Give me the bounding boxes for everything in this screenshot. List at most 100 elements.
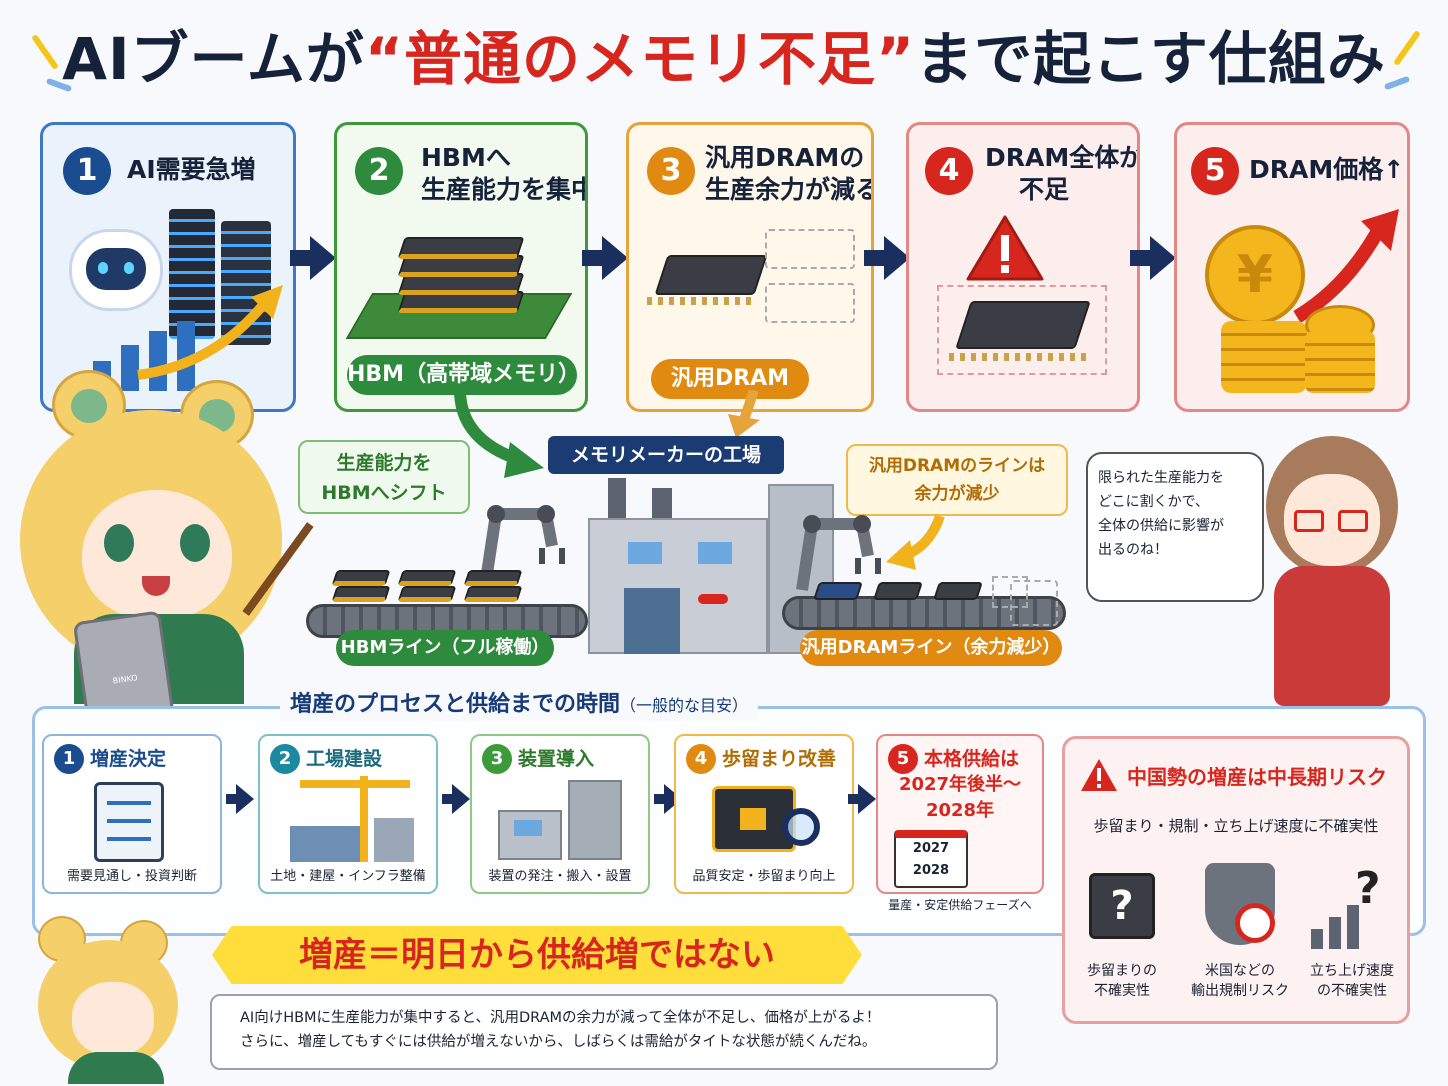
tablet-label: BINKO <box>112 673 139 686</box>
process-step-number: 1 <box>54 744 84 774</box>
speech-text: 限られた生産能力を どこに割くかで、 全体の供給に影響が 出るのね！ <box>1098 470 1224 558</box>
dram-chip-icon <box>937 285 1107 375</box>
title-highlight: 普通のメモリ不足 <box>403 25 876 93</box>
server-rack-icon <box>221 221 271 345</box>
up-arrow-icon <box>1293 209 1399 324</box>
process-title-text: 増産のプロセスと供給までの時間 <box>290 692 621 717</box>
process-step-title: 工場建設 <box>306 748 383 770</box>
process-step-title: 装置導入 <box>518 748 595 770</box>
process-arrow <box>848 794 860 804</box>
warning-icon <box>1081 759 1117 791</box>
hbm-line-label: HBMライン（フル稼働） <box>336 630 554 666</box>
robot-arm-icon <box>796 515 881 591</box>
coin-stack <box>1221 321 1307 393</box>
process-step-number: 3 <box>482 744 512 774</box>
title-open-quote: “ <box>364 25 404 93</box>
step-title-line2: 不足 <box>1019 175 1070 204</box>
factory-sign: メモリメーカーの工場 <box>548 436 784 474</box>
process-arrow <box>226 794 238 804</box>
process-step-5-caption: 量産・安定供給フェーズへ <box>888 898 1032 912</box>
yen-coin-icon: ¥ <box>1205 225 1305 325</box>
risk-subtitle: 歩留まり・規制・立ち上げ速度に不確実性 <box>1093 817 1379 835</box>
process-arrow-head <box>858 784 876 814</box>
process-step-title-line3: 2028年 <box>925 800 995 821</box>
process-arrow <box>442 794 454 804</box>
flow-arrow <box>886 514 945 570</box>
process-title: 増産のプロセスと供給までの時間（一般的な目安） <box>280 690 759 721</box>
server-rack-icon <box>169 209 215 339</box>
hbm-label: HBM（高帯域メモリ） <box>347 355 580 395</box>
flow-arrow-head <box>602 236 628 280</box>
shift-note-line1: 生産能力を <box>336 452 432 474</box>
process-step-4: 4 歩留まり改善 品質安定・歩留まり向上 <box>674 734 854 894</box>
risk-item-caption: 米国などの 輸出規制リスク <box>1191 963 1289 999</box>
step-title-line1: 汎用DRAMの <box>705 143 865 172</box>
risk-item-caption: 立ち上げ速度 の不確実性 <box>1310 963 1394 999</box>
flow-arrow-head <box>1150 236 1176 280</box>
step-card-2: 2 HBMへ 生産能力を集中 HBM（高帯域メモリ） <box>334 122 588 412</box>
process-step-caption: 需要見通し・投資判断 <box>66 869 197 884</box>
up-arrow-icon <box>137 285 283 380</box>
character-dress <box>1274 566 1390 706</box>
step-card-5: 5 DRAM価格↑ ¥ <box>1174 122 1410 412</box>
question-chip-icon: ? <box>1089 873 1155 939</box>
flow-arrow-head <box>884 236 910 280</box>
process-step-3: 3 装置導入 装置の発注・搬入・設置 <box>470 734 650 894</box>
character-face <box>1284 474 1380 566</box>
process-step-title: 歩留まり改善 <box>722 748 837 770</box>
empty-slot <box>765 283 855 323</box>
character-small <box>28 916 208 1084</box>
key-message-text: 増産＝明日から供給増ではない <box>299 935 775 975</box>
hbm-stack-icon <box>324 566 584 610</box>
key-message-banner <box>212 926 862 984</box>
process-step-title-line2: 2027年後半〜 <box>898 774 1022 795</box>
calendar-year-1: 2027 <box>912 841 950 856</box>
risk-title: 中国勢の増産は中長期リスク <box>1127 765 1387 789</box>
summary-line1: AI向けHBMに生産能力が集中すると、汎用DRAMの余力が減って全体が不足し、価… <box>240 1010 881 1026</box>
magnifier-chip-icon <box>712 782 832 862</box>
shift-note: 生産能力を HBMへシフト <box>298 440 470 514</box>
step-card-1: 1 AI需要急増 <box>40 122 296 412</box>
process-arrow-head <box>452 784 470 814</box>
flow-arrow <box>864 250 886 266</box>
hbm-stack-icon <box>345 235 573 355</box>
character-right <box>1262 436 1402 706</box>
title-part1: AIブームが <box>62 25 365 93</box>
step-title: AI需要急増 <box>127 155 256 184</box>
dram-line-label: 汎用DRAMライン（余力減少） <box>800 630 1062 666</box>
flow-arrow-head <box>310 236 336 280</box>
dram-note-line2: 余力が減少 <box>914 484 1000 504</box>
calendar-icon: 2027 2028 <box>894 830 968 888</box>
summary-bubble: AI向けHBMに生産能力が集中すると、汎用DRAMの余力が減って全体が不足し、価… <box>210 994 998 1070</box>
process-step-caption: 土地・建屋・インフラ整備 <box>270 869 426 884</box>
step-card-4: 4 DRAM全体が 不足 <box>906 122 1140 412</box>
machine-icon <box>498 780 628 860</box>
dram-note: 汎用DRAMのラインは 余力が減少 <box>846 444 1068 516</box>
crane-icon <box>290 776 420 862</box>
empty-slot <box>1010 580 1058 626</box>
process-subtitle: （一般的な目安） <box>620 696 749 715</box>
dram-note-line1: 汎用DRAMのラインは <box>868 456 1046 476</box>
process-step-title: 本格供給は <box>924 748 1020 770</box>
title-part3: まで起こす仕組み <box>915 25 1386 93</box>
coin-stack <box>1305 331 1375 393</box>
risk-item-caption: 歩留まりの 不確実性 <box>1087 963 1157 999</box>
warning-icon <box>966 215 1044 281</box>
flow-arrow <box>290 250 312 266</box>
step-number-badge: 2 <box>355 147 403 195</box>
process-step-number: 5 <box>888 744 918 774</box>
process-arrow <box>654 794 666 804</box>
calendar-year-2: 2028 <box>912 863 950 878</box>
rising-chart-question-icon: ? <box>1311 863 1387 949</box>
process-step-title: 増産決定 <box>90 748 167 770</box>
character-left: BINKO <box>10 364 314 732</box>
risk-panel: 中国勢の増産は中長期リスク 歩留まり・規制・立ち上げ速度に不確実性 ? ? 歩留… <box>1062 736 1410 1024</box>
robot-arm-icon <box>480 505 565 581</box>
process-step-5: 5 本格供給は 2027年後半〜 2028年 2027 2028 <box>876 734 1044 894</box>
speech-bubble-right: 限られた生産能力を どこに割くかで、 全体の供給に影響が 出るのね！ <box>1086 452 1264 602</box>
process-step-caption: 品質安定・歩留まり向上 <box>692 869 836 884</box>
page-title: AIブームが“普通のメモリ不足”まで起こす仕組み <box>0 14 1448 104</box>
step-title-line2: 生産能力を集中 <box>421 175 588 204</box>
process-step-number: 4 <box>686 744 716 774</box>
step-number-badge: 1 <box>63 147 111 195</box>
